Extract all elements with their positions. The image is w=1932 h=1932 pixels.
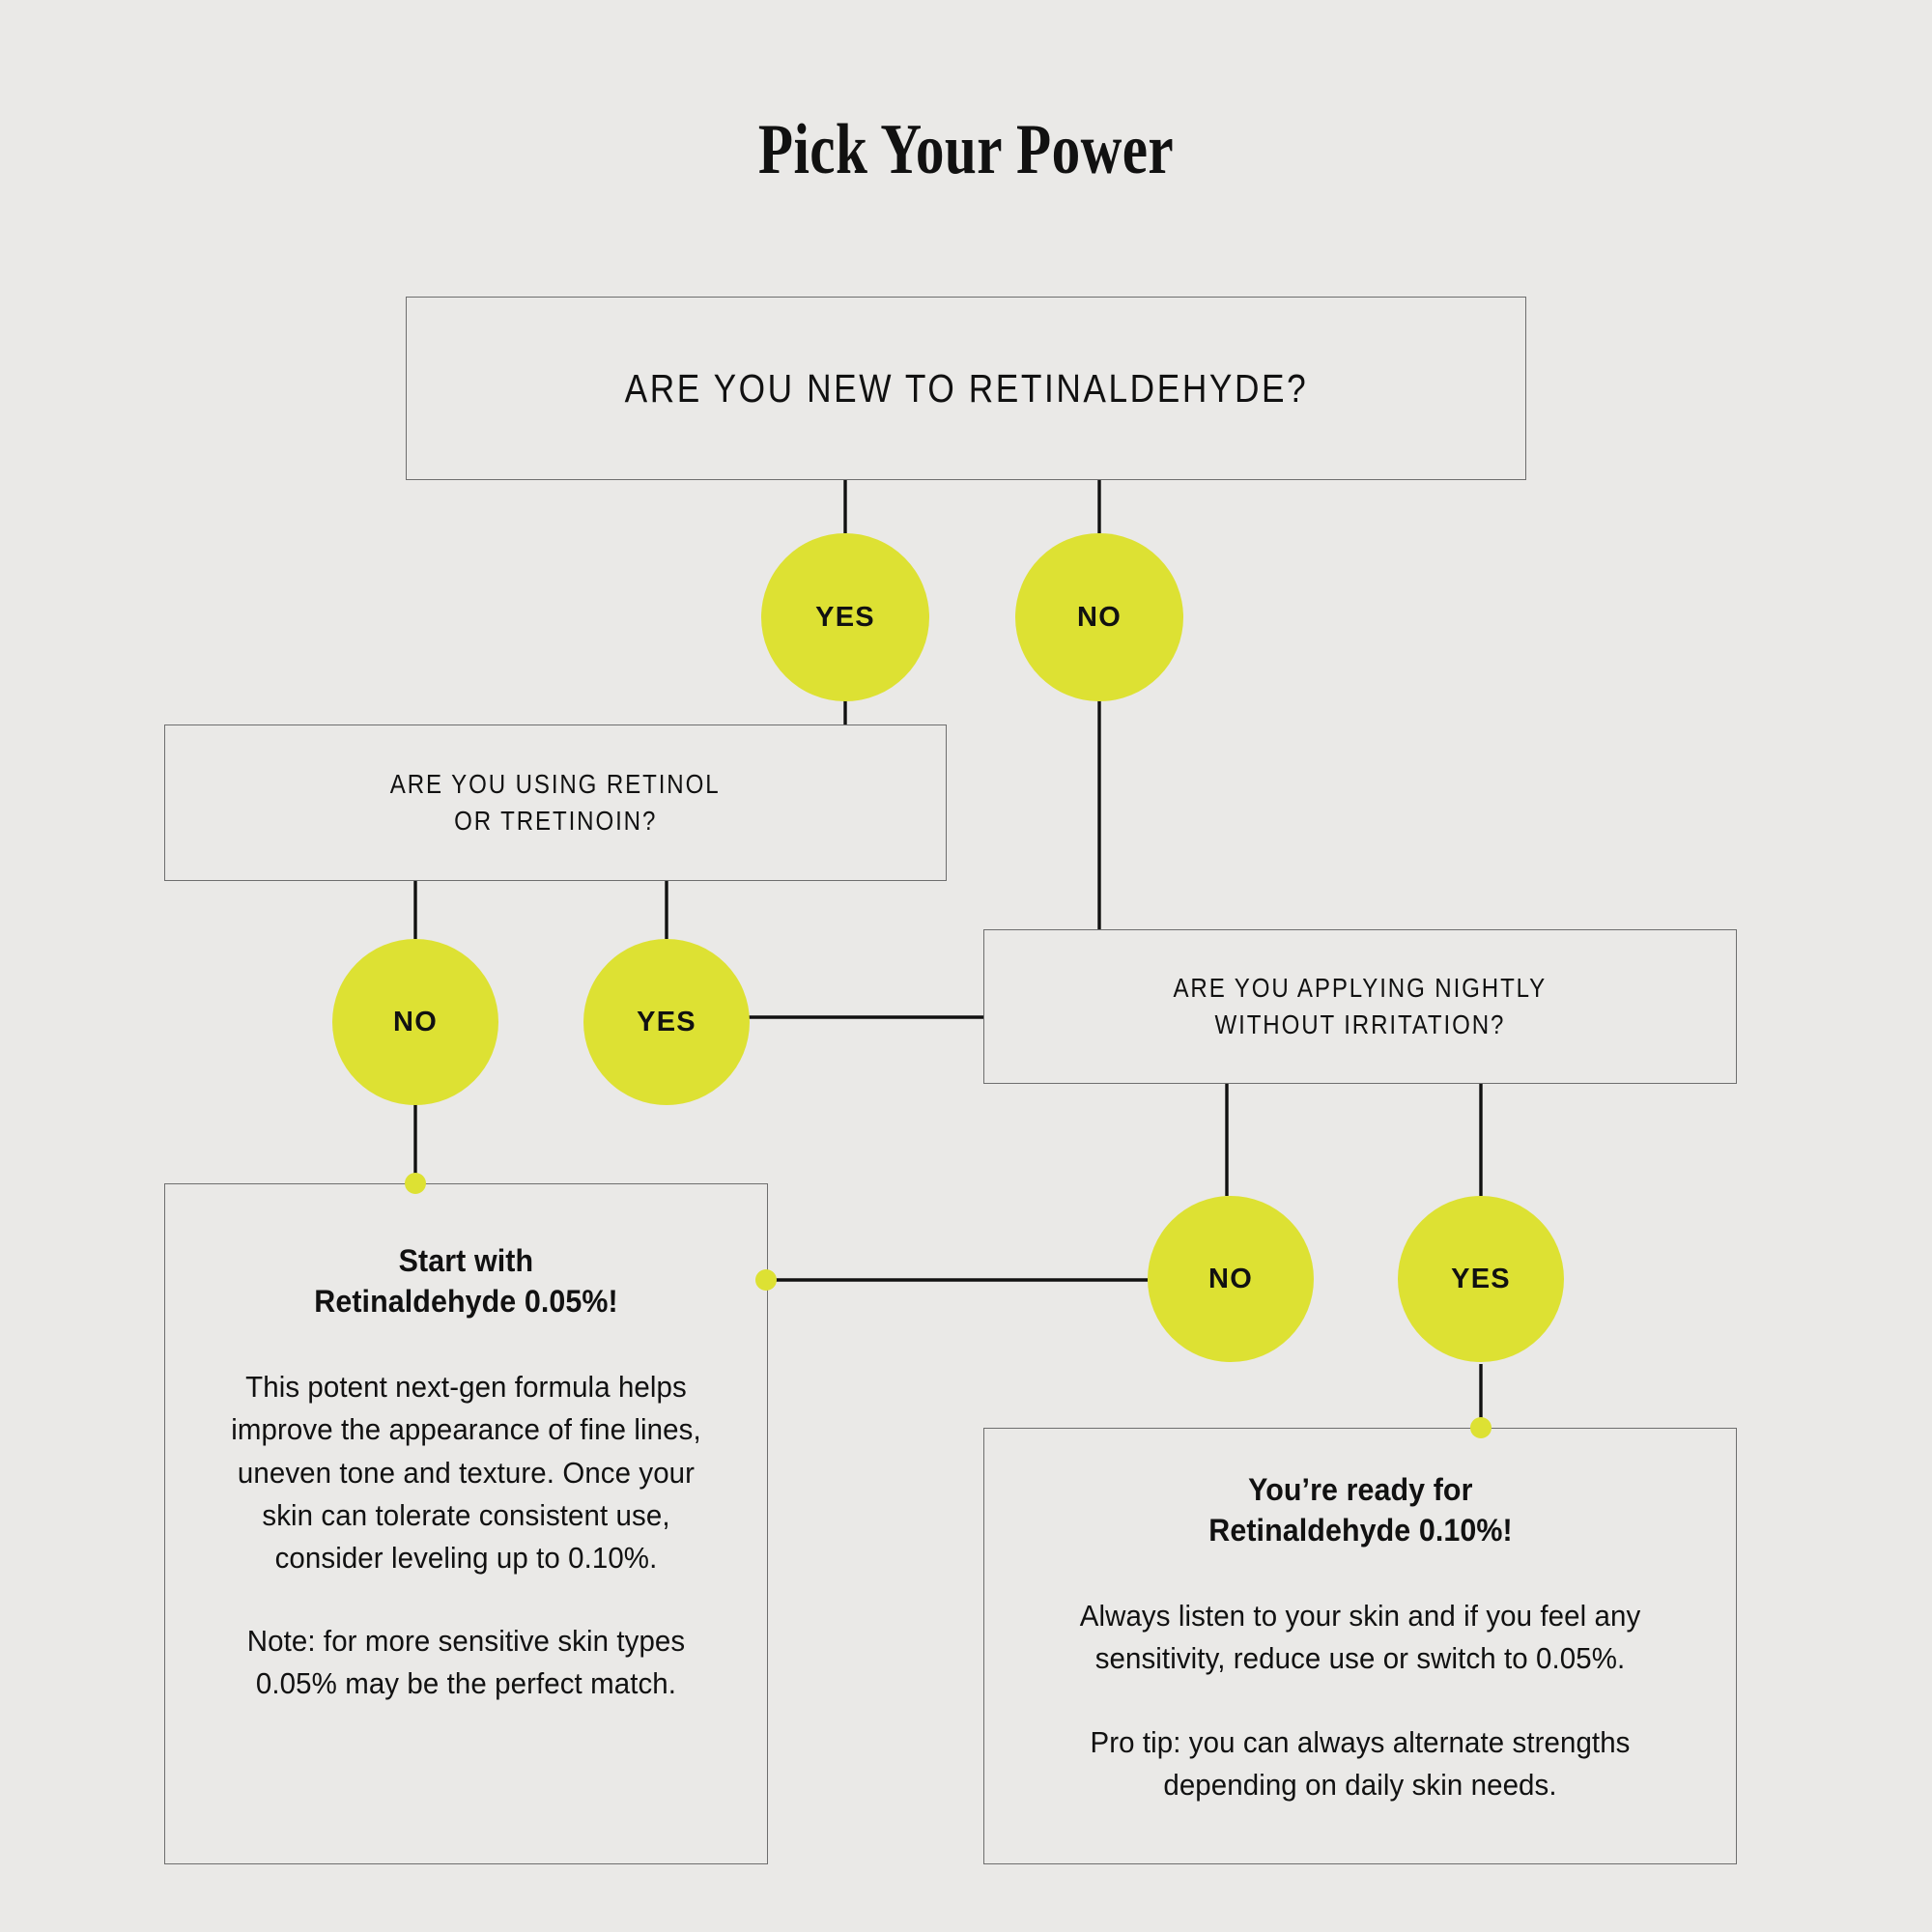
choice-q2-no-label: NO [393, 1006, 438, 1037]
right-result-heading-line-1: You’re ready for [1247, 1472, 1473, 1507]
choice-q1-yes-label: YES [815, 601, 875, 633]
choice-q1-yes[interactable]: YES [761, 533, 929, 701]
choice-q1-no-label: NO [1077, 601, 1122, 633]
choice-q3-yes[interactable]: YES [1398, 1196, 1564, 1362]
left-result-paragraph-1: This potent next-gen formula helps impro… [231, 1370, 701, 1575]
choice-q3-no[interactable]: NO [1148, 1196, 1314, 1362]
right-result-paragraph-2: Pro tip: you can always alternate streng… [1090, 1724, 1631, 1802]
right-result-heading-line-2: Retinaldehyde 0.10%! [1208, 1513, 1513, 1548]
question-2-line-2: OR TRETINOIN? [453, 806, 658, 836]
choice-q2-yes-label: YES [637, 1006, 696, 1037]
left-result-heading-line-1: Start with [398, 1243, 534, 1278]
question-box-using-retinol-or-tretinoin[interactable]: ARE YOU USING RETINOL OR TRETINOIN? [164, 724, 947, 881]
choice-q1-no[interactable]: NO [1015, 533, 1183, 701]
left-result-heading-line-2: Retinaldehyde 0.05%! [314, 1284, 618, 1320]
choice-q3-no-label: NO [1208, 1263, 1253, 1294]
choice-q3-yes-label: YES [1451, 1263, 1511, 1294]
question-2-line-1: ARE YOU USING RETINOL [390, 769, 721, 800]
question-box-applying-nightly-without-irritation[interactable]: ARE YOU APPLYING NIGHTLY WITHOUT IRRITAT… [983, 929, 1737, 1084]
question-3-line-2: WITHOUT IRRITATION? [1214, 1009, 1506, 1039]
result-box-start-with-005[interactable]: Start with Retinaldehyde 0.05%! This pot… [164, 1183, 768, 1864]
page-title: Pick Your Power [757, 110, 1175, 189]
choice-q2-no[interactable]: NO [332, 939, 498, 1105]
right-result-paragraph-1: Always listen to your skin and if you fe… [1079, 1599, 1641, 1676]
question-box-new-to-retinaldehyde[interactable]: ARE YOU NEW TO RETINALDEHYDE? [406, 297, 1526, 480]
question-3-line-1: ARE YOU APPLYING NIGHTLY [1173, 973, 1548, 1004]
question-1-text: ARE YOU NEW TO RETINALDEHYDE? [624, 365, 1308, 411]
left-result-paragraph-2: Note: for more sensitive skin types 0.05… [246, 1623, 686, 1700]
choice-q2-yes[interactable]: YES [583, 939, 750, 1105]
result-box-ready-for-010[interactable]: You’re ready for Retinaldehyde 0.10%! Al… [983, 1428, 1737, 1864]
